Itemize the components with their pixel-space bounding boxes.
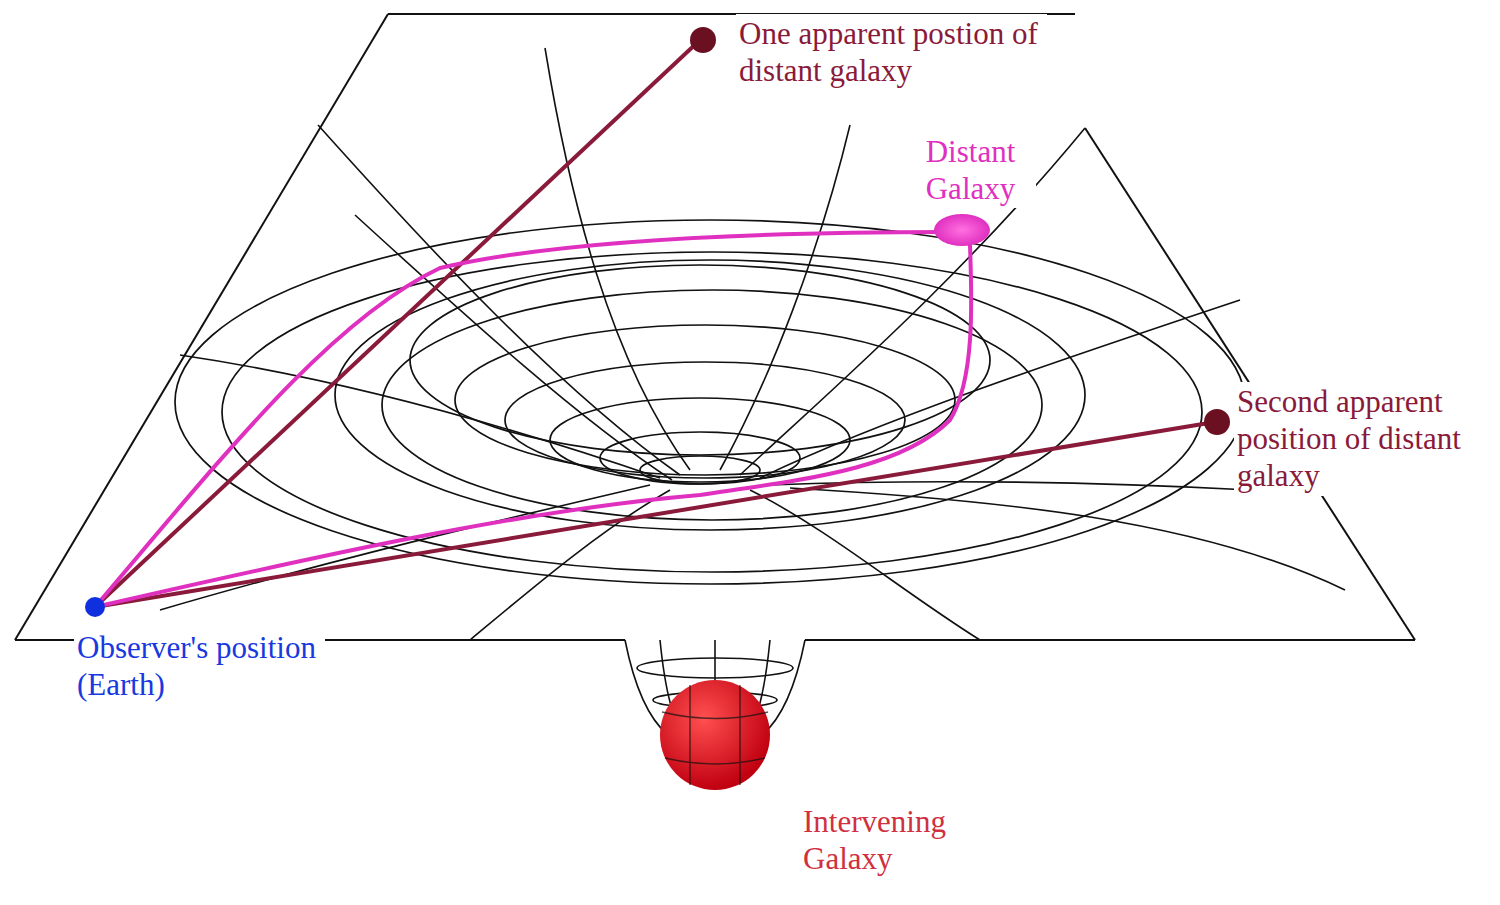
intervening-galaxy — [660, 680, 770, 790]
intervening-galaxy-label: Intervening Galaxy — [800, 802, 1006, 878]
apparent-position-dot — [690, 27, 716, 53]
galaxy-grid — [662, 685, 768, 785]
apparent-position-dot — [1204, 409, 1230, 435]
apparent-sight-lines — [95, 40, 1215, 607]
apparent-position-label: Second apparent position of distant gala… — [1234, 382, 1495, 496]
distant-galaxy-label: Distant Galaxy — [905, 132, 1036, 208]
apparent-position-label: One apparent postion of distant galaxy — [736, 14, 1047, 90]
space-plane — [15, 14, 1415, 640]
observer-label: Observer's position (Earth) — [74, 628, 325, 704]
distant-galaxy — [934, 214, 990, 246]
light-paths — [95, 232, 971, 607]
observer-dot — [85, 597, 105, 617]
curvature-rings — [175, 220, 1245, 584]
